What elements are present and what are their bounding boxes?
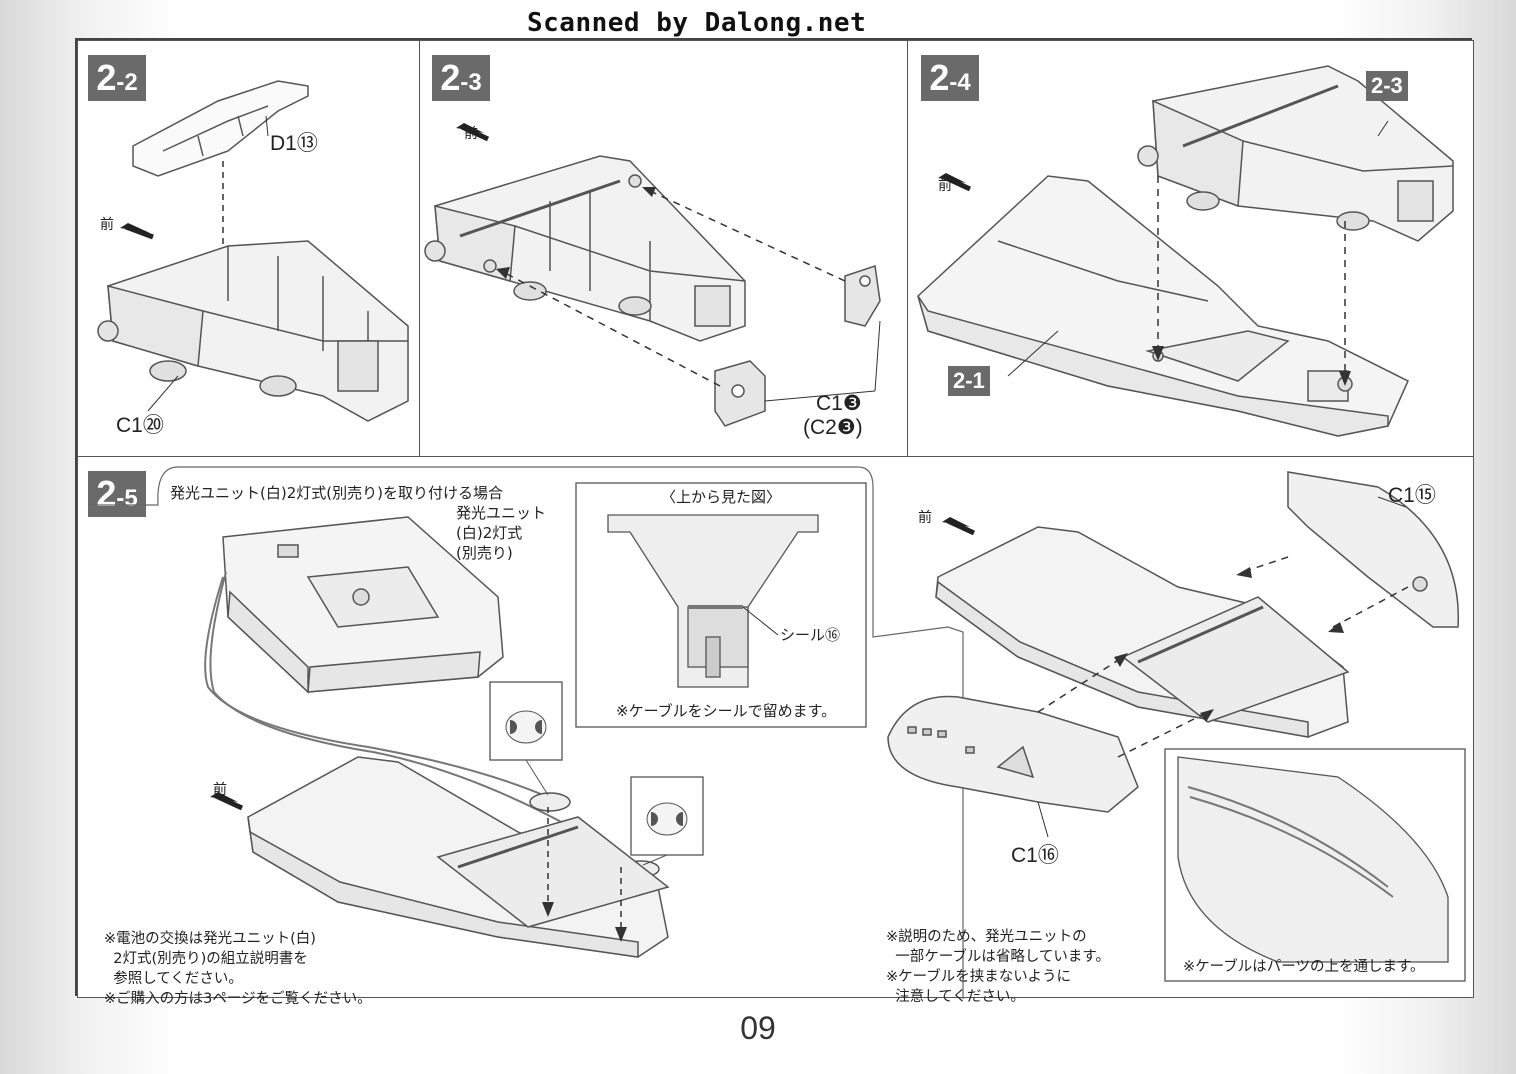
part-assembly-illustration — [917, 65, 1454, 437]
part-assembly-illustration — [88, 466, 1466, 999]
step-number-badge: 2-3 — [432, 55, 490, 101]
inset-note: ※ケーブルはパーツの上を通します。 — [1183, 959, 1425, 975]
seal-label: シール⑯ — [780, 626, 841, 644]
front-direction-label: 前 — [918, 510, 932, 526]
instruction-sheet: 2-2 — [75, 38, 1474, 1007]
cable-notes: ※説明のため、発光ユニットの 一部ケーブルは省略しています。 ※ケーブルを挟まな… — [886, 929, 1110, 1005]
battery-notes: ※電池の交換は発光ユニット(白) 2灯式(別売り)の組立説明書を 参照してくださ… — [104, 931, 372, 1007]
reference-badge-2-1: 2-1 — [948, 366, 990, 396]
part-label-c1: C1❸ — [816, 392, 862, 415]
part-assembly-illustration — [424, 123, 881, 427]
panel-step-2-2: 2-2 — [77, 40, 421, 458]
part-label-c1-16: C1⑯ — [1011, 844, 1059, 867]
top-view-heading: 〈上から見た図〉 — [661, 488, 782, 506]
led-unit-label: 発光ユニット (白)2灯式 (別売り) — [456, 504, 547, 562]
top-view-note: ※ケーブルをシールで留めます。 — [616, 702, 837, 720]
part-assembly-illustration — [97, 80, 409, 422]
page-number: 09 — [740, 1010, 776, 1046]
step-title: 発光ユニット(白)2灯式(別売り)を取り付ける場合 — [170, 484, 503, 502]
part-label-c1-15: C1⑮ — [1388, 484, 1436, 507]
front-direction-label: 前 — [464, 126, 478, 142]
part-label-c2: (C2❸) — [803, 416, 863, 439]
step-number-badge: 2-4 — [921, 55, 979, 101]
part-label-c1: C1⑳ — [116, 414, 164, 437]
front-direction-label: 前 — [938, 178, 952, 194]
front-direction-label: 前 — [100, 217, 114, 233]
panel-step-2-4: 2-4 — [907, 40, 1474, 458]
panel-step-2-3: 2-3 — [419, 40, 909, 458]
front-direction-label: 前 — [213, 782, 227, 798]
scan-watermark: Scanned by Dalong.net — [527, 8, 867, 38]
step-number-badge: 2-2 — [88, 55, 146, 101]
reference-badge-2-3: 2-3 — [1366, 71, 1408, 101]
part-label-d1: D1⑬ — [270, 132, 318, 155]
panel-step-2-5: 2-5 発光ユニット(白)2灯式(別売り)を取り付ける場合 — [77, 456, 1474, 1007]
